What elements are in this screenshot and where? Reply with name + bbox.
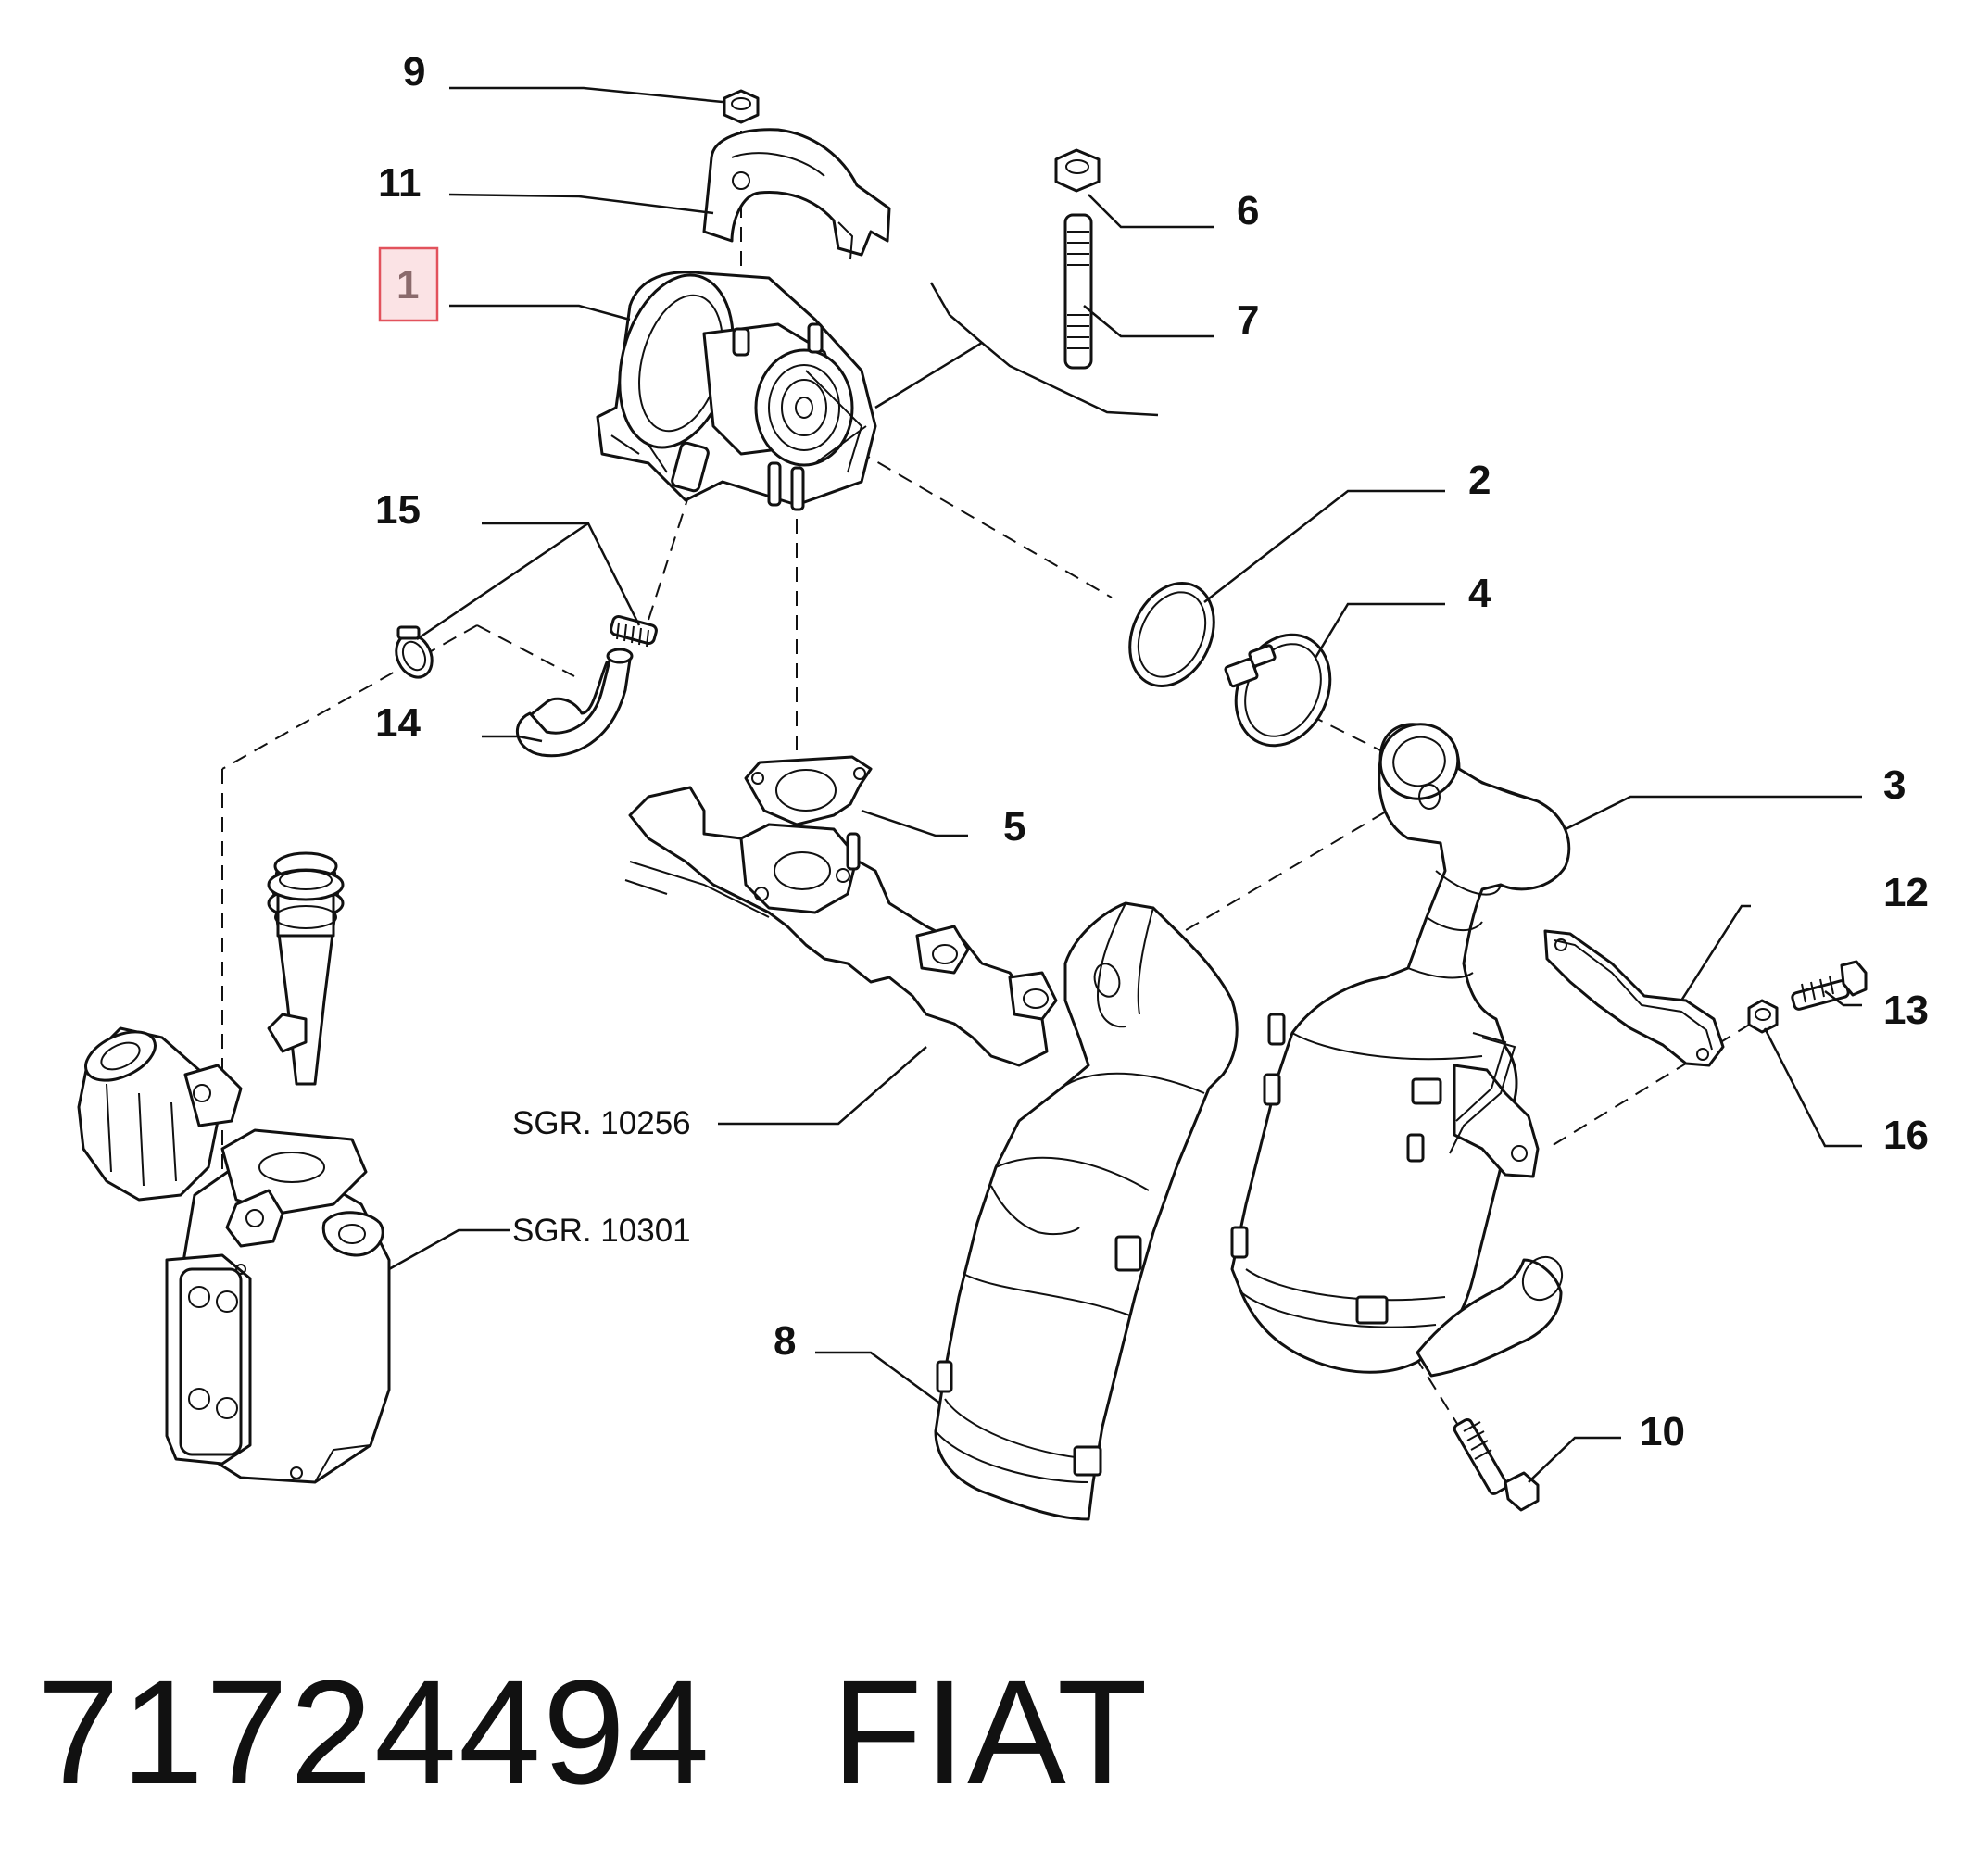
part-12-gasket-plate: [1543, 929, 1725, 1067]
part-6-nut: [1054, 148, 1101, 193]
callout-14: 14: [375, 700, 421, 746]
brand-name: FIAT: [831, 1649, 1150, 1815]
part-14-hose: [515, 648, 634, 758]
callout-13: 13: [1883, 988, 1929, 1033]
callout-15: 15: [375, 487, 421, 533]
callout-8: 8: [774, 1318, 796, 1364]
callout-9: 9: [403, 49, 425, 94]
part-10-bolt: [1453, 1417, 1540, 1512]
callout-4: 4: [1468, 571, 1491, 616]
part-1-turbocharger: [596, 271, 877, 511]
part-5-flange-gasket: [744, 755, 873, 826]
callout-7: 7: [1237, 297, 1259, 343]
leader-lines: [388, 86, 1862, 1483]
callout-11: 11: [378, 160, 422, 206]
callout-3: 3: [1883, 762, 1906, 808]
part-3-particulate-filter: [1230, 723, 1571, 1378]
part-caption: 71724494 FIAT: [37, 1640, 1150, 1825]
part-13-bolt: [1791, 960, 1868, 1011]
callout-12: 12: [1883, 870, 1929, 915]
part-11-heat-shield: [702, 128, 891, 260]
part-4-clamp: [1224, 633, 1332, 748]
part-2-gasket-ring: [1128, 582, 1215, 687]
callout-16: 16: [1883, 1113, 1929, 1158]
exhaust-manifold: [624, 786, 1058, 1067]
callout-1: 1: [396, 262, 419, 308]
reference-sgr-10256: SGR. 10256: [512, 1105, 691, 1141]
reference-sgr-10301: SGR. 10301: [512, 1213, 691, 1249]
callout-labels: 9 11 1 6 7 2 4 15 14 5 3 12 13 16 8 10 S…: [375, 49, 1929, 1454]
part-number: 71724494: [37, 1649, 711, 1815]
callout-1-highlight: [378, 246, 439, 322]
callout-6: 6: [1237, 188, 1259, 233]
callout-2: 2: [1468, 458, 1491, 503]
part-8-catalytic-converter: [934, 901, 1239, 1521]
callout-5: 5: [1003, 804, 1025, 850]
part-9-nut: [723, 89, 760, 124]
callout-10: 10: [1640, 1409, 1685, 1454]
part-15-hose-clamps: [395, 614, 658, 679]
part-7-stud: [1063, 213, 1093, 370]
part-16-nut: [1747, 999, 1779, 1034]
oil-filter-cooler-assembly: [77, 851, 391, 1484]
